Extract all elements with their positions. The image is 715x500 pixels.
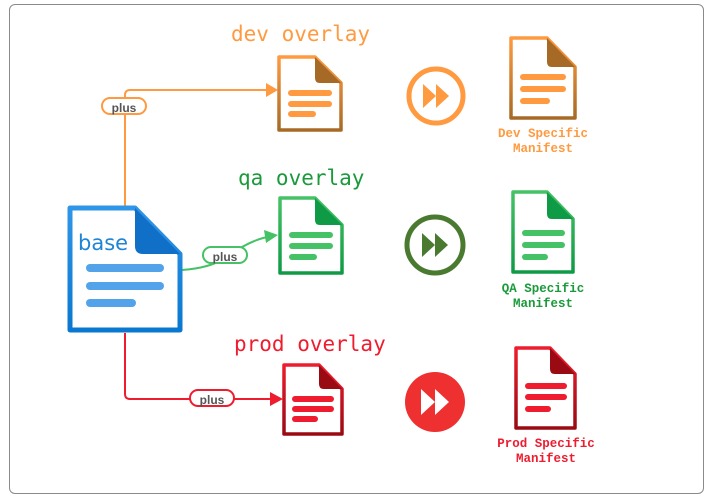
dev-overlay-document-icon bbox=[277, 55, 343, 132]
qa-plus-label: plus bbox=[202, 246, 248, 264]
dev-manifest-caption-line2: Manifest bbox=[512, 142, 573, 156]
connector-dev bbox=[124, 83, 278, 208]
dev-manifest-caption-line1: Dev Specific bbox=[497, 127, 588, 141]
dev-plus-label: plus bbox=[101, 97, 147, 115]
arrowhead-dev bbox=[266, 83, 278, 97]
qa-fast-forward-icon[interactable] bbox=[404, 214, 466, 276]
qa-manifest-caption-line2: Manifest bbox=[512, 297, 573, 311]
qa-overlay-title: qa overlay bbox=[238, 166, 365, 190]
arrowhead-prod bbox=[270, 392, 283, 406]
prod-manifest-document-icon bbox=[514, 346, 577, 430]
dev-overlay-title: dev overlay bbox=[231, 22, 371, 46]
qa-manifest-document-icon bbox=[511, 190, 575, 274]
qa-overlay-document-icon bbox=[278, 196, 344, 275]
base-document-icon bbox=[67, 205, 183, 333]
dev-manifest-document-icon bbox=[509, 36, 577, 120]
arrowhead-qa bbox=[264, 230, 278, 243]
prod-overlay-document-icon bbox=[282, 363, 344, 436]
prod-manifest-caption-line2: Manifest bbox=[515, 452, 576, 466]
qa-manifest-caption: QA Specific Manifest bbox=[473, 282, 613, 312]
prod-manifest-caption: Prod Specific Manifest bbox=[476, 437, 616, 467]
prod-fast-forward-icon[interactable] bbox=[405, 372, 465, 432]
prod-manifest-caption-line1: Prod Specific bbox=[497, 437, 595, 451]
connector-prod bbox=[124, 333, 283, 406]
dev-fast-forward-icon[interactable] bbox=[406, 66, 466, 126]
base-label: base bbox=[78, 231, 129, 255]
qa-manifest-caption-line1: QA Specific bbox=[501, 282, 585, 296]
prod-plus-label: plus bbox=[189, 389, 235, 407]
dev-manifest-caption: Dev Specific Manifest bbox=[473, 127, 613, 157]
prod-overlay-title: prod overlay bbox=[234, 332, 386, 356]
